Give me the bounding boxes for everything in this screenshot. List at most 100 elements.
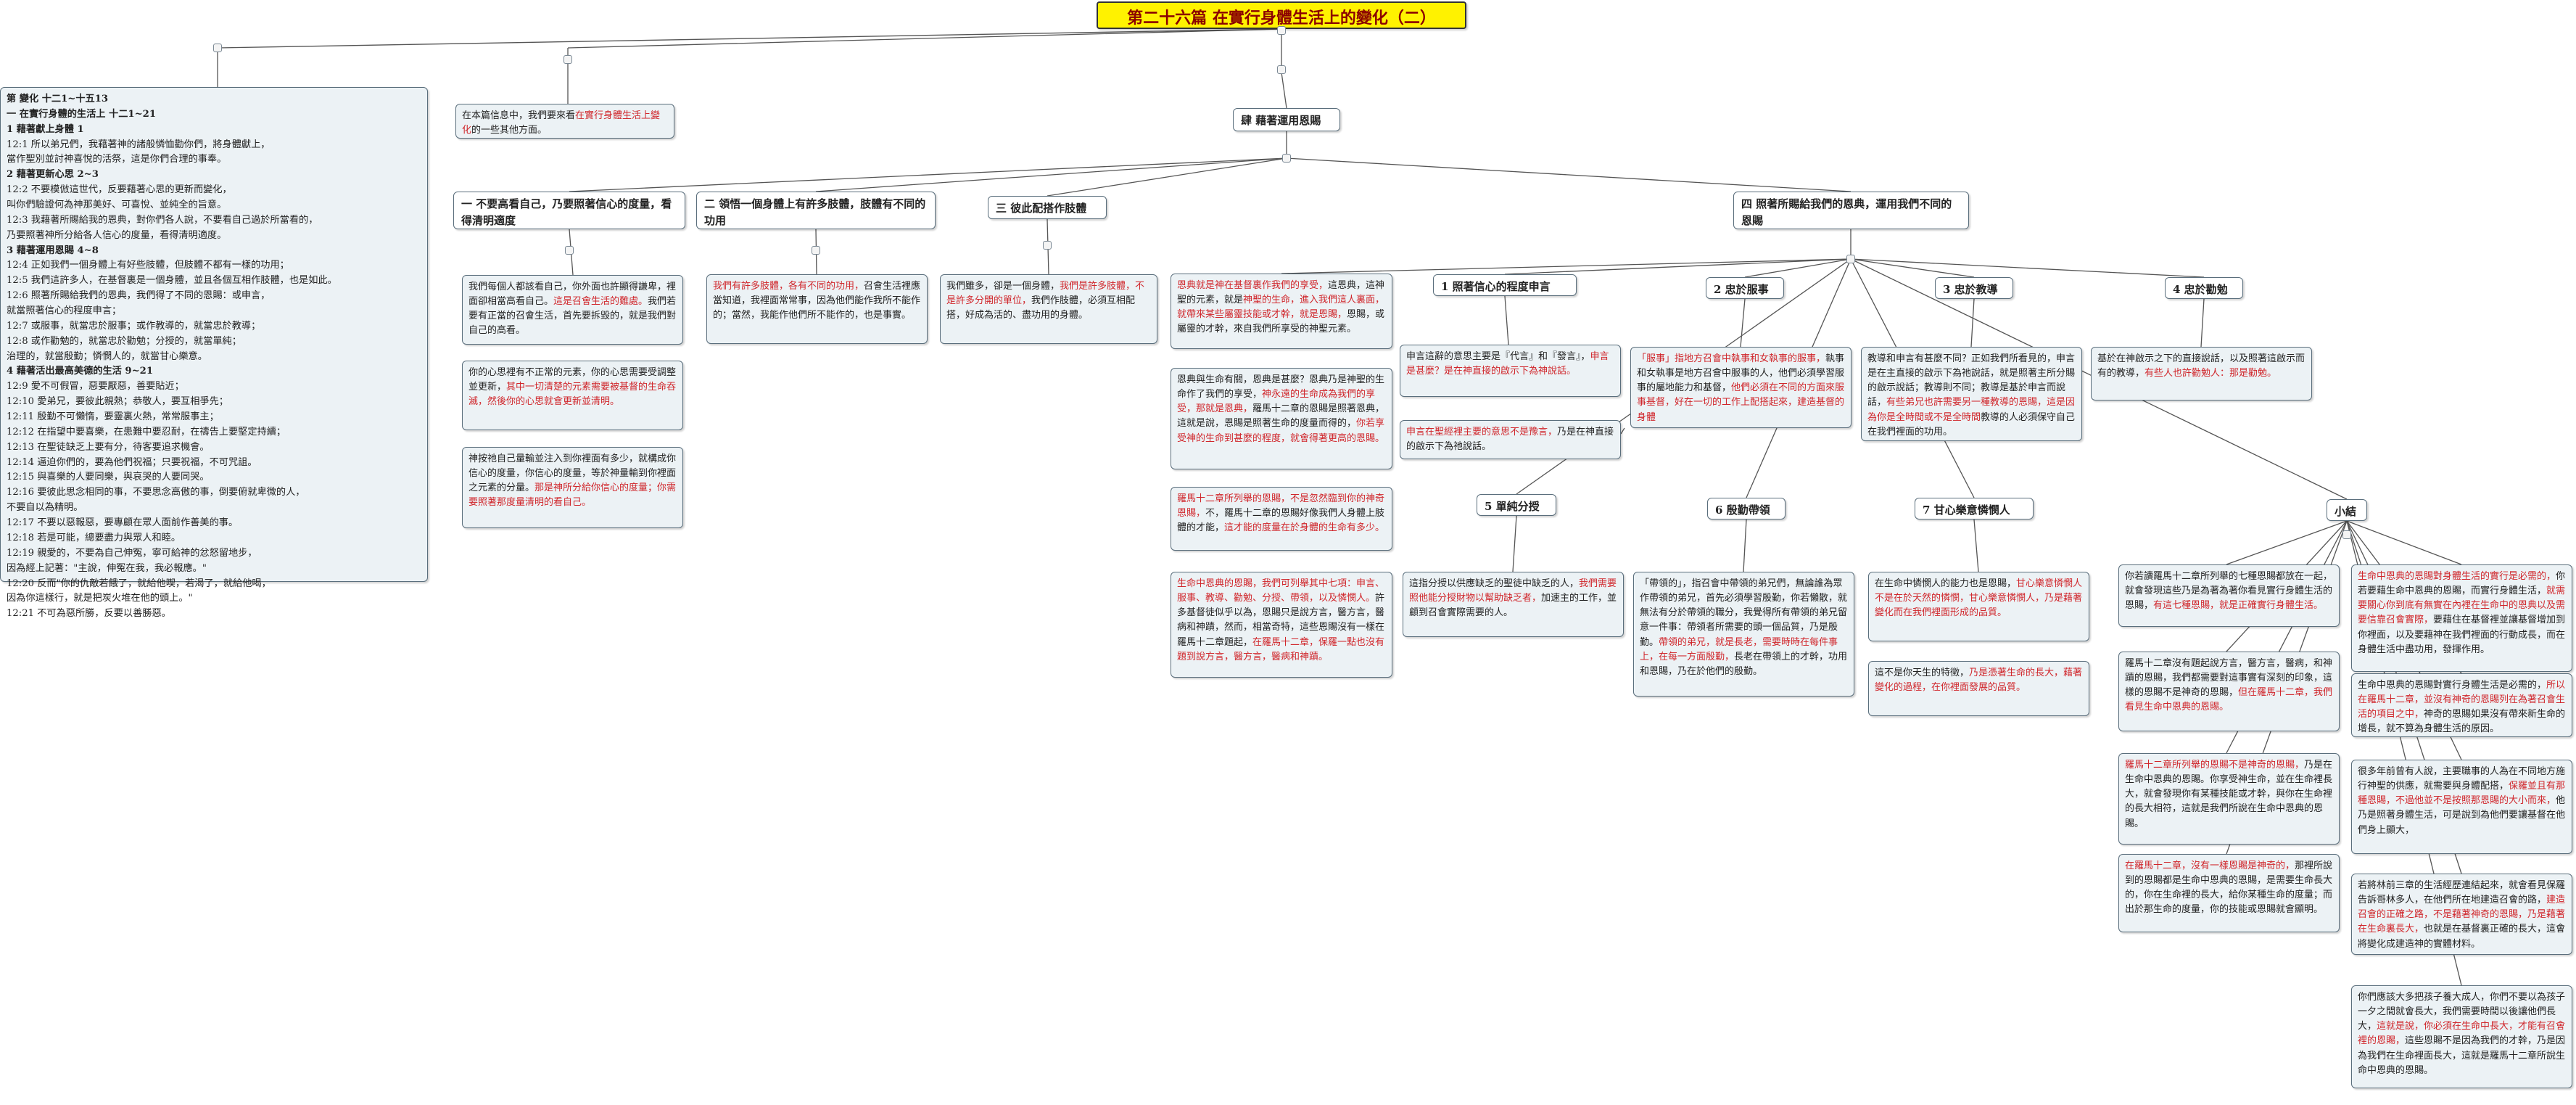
- gift-7-mercy[interactable]: 7 甘心樂意憐憫人: [1915, 498, 2034, 519]
- note-text: 我們雖多，卻是一個身體，我們是許多肢體，不是許多分開的單位，我們作肢體，必須互相…: [946, 279, 1151, 323]
- summary-note-5[interactable]: 生命中恩典的恩賜對身體生活的實行是必需的，你若要藉生命中恩典的恩賜，而實行身體生…: [2351, 564, 2572, 672]
- highlight-text: 你若享受神的生命到甚麼的程度，就會得著更高的恩賜。: [1177, 418, 1385, 444]
- collapse-toggle-icon[interactable]: [564, 55, 572, 64]
- collapse-toggle-icon[interactable]: [1043, 241, 1052, 250]
- outline-line: 治理的，就當殷勤；憐憫人的，就當甘心樂意。: [7, 350, 207, 362]
- highlight-text: 那是神所分給你信心的度量；你需要照著那度量清明的看自己。: [468, 482, 677, 509]
- section-four-note-2[interactable]: 恩典與生命有關，恩典是甚麼？恩典乃是神聖的生命作了我們的享受，神永遠的生命成為我…: [1171, 368, 1392, 469]
- outline-line: 一 在實行身體的生活上 十二1~21: [7, 108, 157, 120]
- body-text: 這不是你天生的特徵，: [1875, 667, 1970, 678]
- section-three-note-1[interactable]: 我們雖多，卻是一個身體，我們是許多肢體，不是許多分開的單位，我們作肢體，必須互相…: [940, 274, 1157, 344]
- gift-1-note-2[interactable]: 申言在聖經裡主要的意思不是豫言，乃是在神直接的啟示下為祂說話。: [1400, 420, 1621, 459]
- collapse-toggle-icon[interactable]: [213, 44, 222, 52]
- topic-four-exercise-gifts[interactable]: 肆 藉著運用恩賜: [1233, 108, 1340, 131]
- section-two[interactable]: 二 領悟一個身體上有許多肢體，肢體有不同的功用: [696, 192, 936, 229]
- highlight-text: 乃是憑著生命的長大，藉著變化的過程，在你裡面發展的品質。: [1875, 667, 2083, 694]
- intro-note[interactable]: 在本篇信息中，我們要來看在實行身體生活上變化的一些其他方面。: [455, 104, 674, 139]
- highlight-text: 申言在聖經裡主要的意思不是豫言，: [1406, 427, 1558, 438]
- section-one-note-3[interactable]: 神按祂自己量輸並注入到你裡面有多少，就構成你信心的度量，你信心的度量，等於神量輸…: [462, 447, 683, 528]
- gift-1-prophesy[interactable]: 1 照著信心的程度申言: [1433, 274, 1577, 296]
- gift-4-note-1[interactable]: 基於在神啟示之下的直接說話，以及照著這啟示而有的教導，有些人也許勸勉人：那是勸勉…: [2091, 347, 2312, 400]
- highlight-text: 我們需要照他能分授財物以幫助缺乏者，: [1409, 578, 1617, 604]
- note-text: 你若讀羅馬十二章所列舉的七種恩賜都放在一起，就會發現這些乃是為著為著你看見實行身…: [2125, 570, 2333, 613]
- outline-line: 12:8 或作勸勉的，就當忠於勸勉；分授的，就當單純；: [7, 335, 242, 347]
- highlight-text: 這才能的度量在於身體的生命有多少。: [1224, 522, 1385, 534]
- body-text: 恩典與生命有關，恩典是甚麼？恩典乃是神聖的生命作了我們的享受，: [1177, 374, 1385, 400]
- note-text: 教導和申言有甚麼不同？正如我們所看見的，申言是在主直接的啟示下為祂說話，就是照著…: [1867, 352, 2076, 440]
- outline-line: 12:3 我藉著所賜給我的恩典，對你們各人說，不要看自己過於所當看的，: [7, 214, 318, 226]
- section-four[interactable]: 四 照著所賜給我們的恩典，運用我們不同的恩賜: [1733, 192, 1969, 229]
- highlight-text: 神永遠的生命成為我們的享受，那就是恩典，: [1177, 389, 1376, 415]
- collapse-toggle-icon[interactable]: [565, 246, 574, 255]
- summary[interactable]: 小結: [2327, 499, 2367, 521]
- gift-5-note-1[interactable]: 這指分授以供應缺乏的聖徒中缺乏的人，我們需要照他能分授財物以幫助缺乏者，加速主的…: [1403, 572, 1624, 637]
- summary-note-1[interactable]: 你若讀羅馬十二章所列舉的七種恩賜都放在一起，就會發現這些乃是為著為著你看見實行身…: [2118, 564, 2340, 627]
- gift-2-note-1[interactable]: 「服事」指地方召會中執事和女執事的服事，執事和女執事是地方召會中服事的人，他們必…: [1630, 347, 1852, 428]
- summary-note-8[interactable]: 若將林前三章的生活經歷連結起來，就會看見保羅告訴哥林多人，在他們所在地建造召會的…: [2351, 874, 2572, 955]
- summary-note-7[interactable]: 很多年前曾有人說，主要職事的人為在不同地方施行神聖的供應，就需要與身體配搭，保羅…: [2351, 760, 2572, 854]
- section-one-note-1[interactable]: 我們每個人都該看自己，你外面也許顯得謙卑，裡面卻相當高看自己。這是召會生活的難處…: [462, 275, 683, 345]
- note-text: 這不是你天生的特徵，乃是憑著生命的長大，藉著變化的過程，在你裡面發展的品質。: [1875, 666, 2083, 695]
- collapse-toggle-icon[interactable]: [1846, 255, 1855, 263]
- note-text: 在羅馬十二章，沒有一樣恩賜是神奇的，那裡所說到的恩賜都是生命中恩典的恩賜，是需要…: [2125, 859, 2333, 918]
- highlight-text: 其中一切清楚的元素需要被基督的生命吞滅，然後你的心思就會更新並清明。: [468, 382, 677, 408]
- summary-note-2[interactable]: 羅馬十二章沒有題起說方言，醫方言，醫病，和神蹟的恩賜，我們都需要對這事實有深刻的…: [2118, 652, 2340, 731]
- body-text: 要藉住在基督裡並讓基督增加到你裡面，以及要藉神在我們裡面的行動成長，而在身體生活…: [2358, 615, 2566, 655]
- summary-note-3[interactable]: 羅馬十二章所列舉的恩賜不是神奇的恩賜，乃是在生命中恩典的恩賜。你享受神生命，並在…: [2118, 753, 2340, 845]
- gift-6-note-1[interactable]: 「帶領的」，指召會中帶領的弟兄們，無論誰為眾作帶領的弟兄，首先必須學習殷勤，你若…: [1633, 572, 1854, 697]
- body-text: 基於在神啟示之下的直接說話，以及照著這啟示而有的教導，: [2097, 353, 2305, 379]
- gift-1-note-1[interactable]: 申言這辭的意思主要是『代言』和『發言』，申言是甚麼？是在神直接的啟示下為神說話。: [1400, 345, 1621, 397]
- section-one[interactable]: 一 不要高看自己，乃要照著信心的度量，看得清明適度: [453, 192, 685, 229]
- gift-3-teach[interactable]: 3 忠於教導: [1935, 277, 2013, 299]
- body-text: 羅馬十二章的恩賜是照著恩典，這就是說，恩賜是照著生命的度量而得的，: [1177, 403, 1385, 430]
- note-text: 基於在神啟示之下的直接說話，以及照著這啟示而有的教導，有些人也許勸勉人：那是勸勉…: [2097, 352, 2305, 381]
- highlight-text: 我們是許多肢體，不是許多分開的單位，: [946, 281, 1145, 307]
- collapse-toggle-icon[interactable]: [1277, 26, 1286, 35]
- highlight-text: 恩典就是神在基督裏作我們的享受，: [1177, 280, 1329, 291]
- section-four-note-3[interactable]: 羅馬十二章所列舉的恩賜，不是忽然臨到你的神奇恩賜，不，羅馬十二章的恩賜好像我們人…: [1171, 487, 1392, 551]
- note-text: 在生命中憐憫人的能力也是恩賜，甘心樂意憐憫人不是在於天然的憐憫，甘心樂意憐憫人，…: [1875, 577, 2083, 620]
- highlight-text: 但在羅馬十二章，我們看見生命中恩典的恩賜。: [2125, 687, 2333, 713]
- note-text: 我們每個人都該看自己，你外面也許顯得謙卑，裡面卻相當高看自己。這是召會生活的難處…: [468, 280, 677, 339]
- highlight-text: 這是召會生活的難處。: [553, 296, 648, 308]
- body-text: 召會生活裡應當知道，我裡面常常事，因為他們能作我所不能作的；當然，我能作他們所不…: [713, 281, 921, 321]
- summary-note-4[interactable]: 在羅馬十二章，沒有一樣恩賜是神奇的，那裡所說到的恩賜都是生命中恩典的恩賜，是需要…: [2118, 854, 2340, 932]
- outline-line: 12:19 親愛的，不要為自己伸冤，寧可給神的忿怒留地步，: [7, 547, 257, 559]
- section-four-note-1[interactable]: 恩典就是神在基督裏作我們的享受，這恩典，這神聖的元素，就是神聖的生命，進入我們這…: [1171, 274, 1392, 349]
- section-four-note-4[interactable]: 生命中恩典的恩賜，我們可列舉其中七項：申言、服事、教導、勸勉、分授、帶領，以及憐…: [1171, 572, 1392, 678]
- body-text: 這恩典，這神聖的元素，就是: [1177, 280, 1385, 306]
- gift-7-note-1[interactable]: 在生命中憐憫人的能力也是恩賜，甘心樂意憐憫人不是在於天然的憐憫，甘心樂意憐憫人，…: [1868, 572, 2089, 641]
- outline-line: 因為你這樣行，就是把炭火堆在他的頭上。": [7, 593, 193, 604]
- outline-line: 當作聖別並討神喜悅的活祭，這是你們合理的事奉。: [7, 154, 227, 165]
- section-three[interactable]: 三 彼此配搭作肢體: [988, 196, 1107, 219]
- outline-line: 12:5 我們這許多人，在基督裏是一個身體，並且各個互相作肢體，也是如此。: [7, 275, 337, 287]
- gift-6-lead[interactable]: 6 殷勤帶領: [1707, 498, 1786, 519]
- outline-line: 12:15 與喜樂的人要同樂，與哀哭的人要同哭。: [7, 472, 210, 483]
- collapse-toggle-icon[interactable]: [812, 246, 820, 255]
- collapse-toggle-icon[interactable]: [1282, 154, 1291, 163]
- note-text: 羅馬十二章沒有題起說方言，醫方言，醫病，和神蹟的恩賜，我們都需要對這事實有深刻的…: [2125, 657, 2333, 715]
- gift-2-serve[interactable]: 2 忠於服事: [1706, 277, 1784, 299]
- collapse-toggle-icon[interactable]: [1277, 65, 1286, 74]
- body-text: 你們應該大多把孩子養大成人，你們不要以為孩子一夕之間就會長大，我們需要時間以後讓…: [2358, 992, 2566, 1032]
- gift-5-give[interactable]: 5 單純分授: [1477, 494, 1556, 516]
- connector-line: [1512, 515, 1517, 572]
- body-text: 的一些其他方面。: [471, 125, 548, 136]
- summary-note-9[interactable]: 你們應該大多把孩子養大成人，你們不要以為孩子一夕之間就會長大，我們需要時間以後讓…: [2351, 985, 2572, 1088]
- highlight-text: 羅馬十二章所列舉的恩賜，不是忽然臨到你的神奇恩賜，: [1177, 493, 1385, 519]
- section-one-note-2[interactable]: 你的心思裡有不正常的元素，你的心思需要受調整並更新，其中一切清楚的元素需要被基督…: [462, 361, 683, 430]
- root-title[interactable]: 第二十六篇 在實行身體生活上的變化（二）: [1097, 1, 1466, 29]
- gift-4-exhort[interactable]: 4 忠於勸勉: [2165, 277, 2243, 299]
- gift-3-note-1[interactable]: 教導和申言有甚麼不同？正如我們所看見的，申言是在主直接的啟示下為祂說話，就是照著…: [1861, 347, 2082, 441]
- outline-line: 就當照著信心的程度申言；: [7, 305, 122, 317]
- gift-7-note-2[interactable]: 這不是你天生的特徵，乃是憑著生命的長大，藉著變化的過程，在你裡面發展的品質。: [1868, 661, 2089, 716]
- connector-line: [1620, 427, 1625, 435]
- body-text: 也就是在基督裏正確的長大，這會將變化成建造神的實體材料。: [2358, 924, 2566, 950]
- collapse-toggle-icon[interactable]: [2342, 530, 2351, 539]
- summary-note-6[interactable]: 生命中恩典的恩賜對實行身體生活是必需的，所以在羅馬十二章，並沒有神奇的恩賜列在為…: [2351, 673, 2572, 737]
- note-text: 你們應該大多把孩子養大成人，你們不要以為孩子一夕之間就會長大，我們需要時間以後讓…: [2358, 990, 2566, 1078]
- highlight-text: 這就是說，你必須在生命中長大，才能有召會裡的恩賜，: [2358, 1021, 2566, 1047]
- section-two-note-1[interactable]: 我們有許多肢體，各有不同的功用，召會生活裡應當知道，我裡面常常事，因為他們能作我…: [706, 274, 928, 344]
- connector-line: [2226, 520, 2348, 565]
